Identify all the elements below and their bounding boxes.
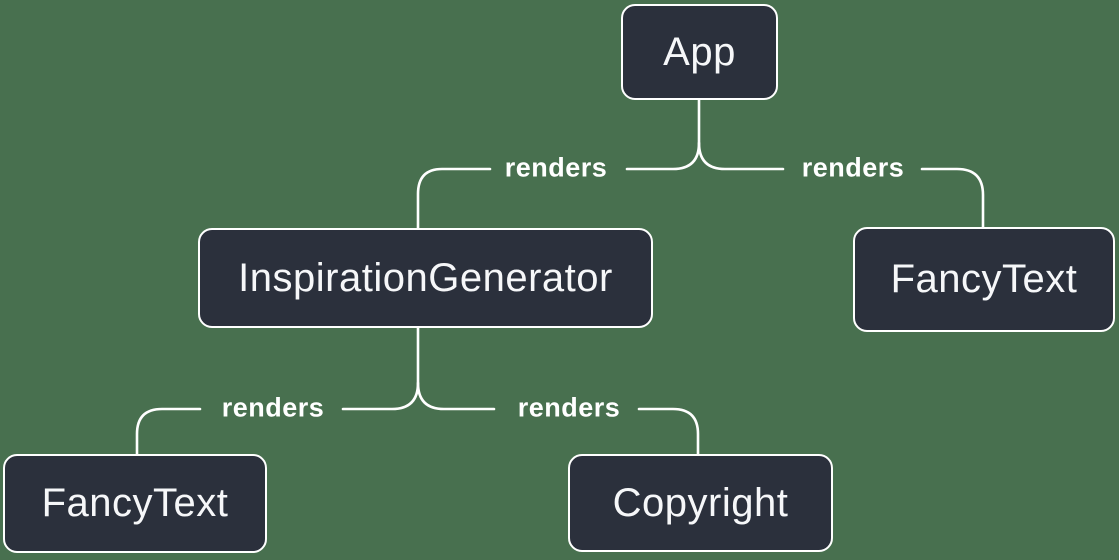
edge-inspirationgenerator-to-fancytext xyxy=(135,326,420,456)
edge-label-inspirationgenerator-renders-fancytext: renders xyxy=(221,392,325,423)
edge-label-inspirationgenerator-renders-copyright: renders xyxy=(517,392,621,423)
edge-line xyxy=(920,167,985,229)
edge-line xyxy=(416,167,492,230)
edge-line xyxy=(341,326,420,411)
node-inspiration-generator: InspirationGenerator xyxy=(198,228,653,328)
edge-inspirationgenerator-to-copyright xyxy=(416,381,700,456)
node-fancy-text-top-right: FancyText xyxy=(853,227,1115,332)
edge-label-app-renders-inspirationgenerator: renders xyxy=(504,152,608,183)
edge-line xyxy=(625,98,701,171)
node-copyright: Copyright xyxy=(568,454,833,552)
edge-line xyxy=(697,141,785,171)
edge-app-to-fancytext xyxy=(697,141,985,229)
edge-line xyxy=(637,407,700,456)
edge-label-app-renders-fancytext: renders xyxy=(801,152,905,183)
node-fancy-text-bottom-left: FancyText xyxy=(3,454,267,553)
node-app: App xyxy=(621,4,778,100)
edge-line xyxy=(416,381,496,411)
edge-line xyxy=(135,407,202,456)
